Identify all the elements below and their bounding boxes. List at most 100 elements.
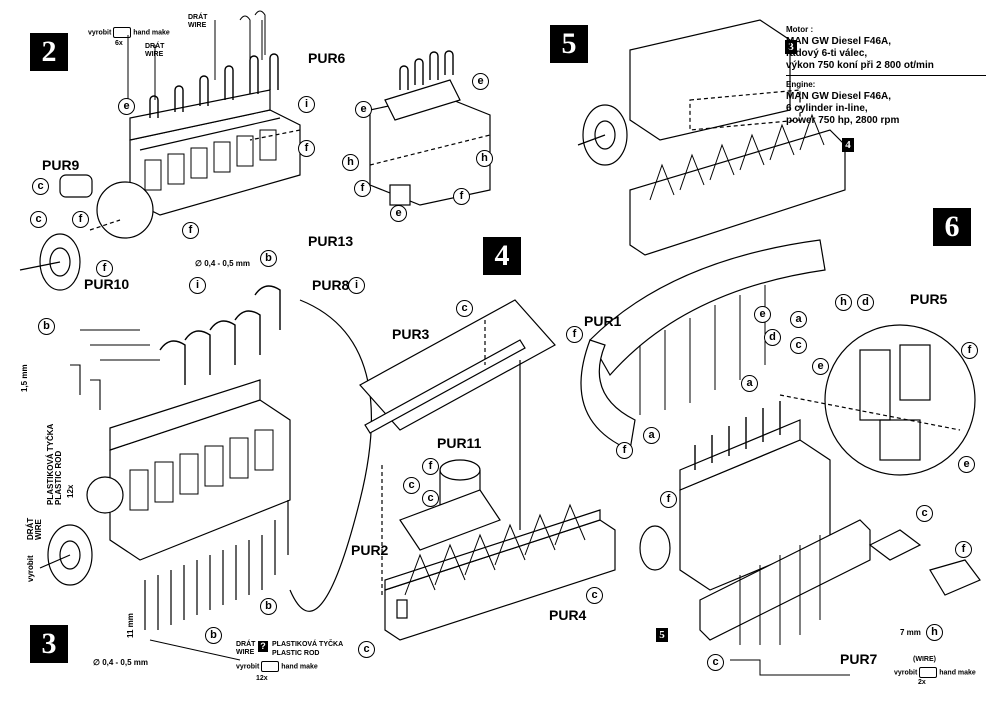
marker-f: f bbox=[453, 188, 470, 205]
part-label-pur10: PUR10 bbox=[84, 276, 130, 292]
legend-wire-paren: (WIRE) bbox=[913, 656, 936, 663]
marker-c: c bbox=[916, 505, 933, 522]
legend-drat: DRÁT bbox=[236, 641, 256, 648]
part-label-pur1: PUR1 bbox=[584, 313, 622, 329]
legend-hand-make-right-text: hand make bbox=[939, 669, 976, 677]
marker-f: f bbox=[961, 342, 978, 359]
part-label-pur3: PUR3 bbox=[392, 326, 430, 342]
marker-a: a bbox=[643, 427, 660, 444]
marker-f: f bbox=[955, 541, 972, 558]
legend-2x: 2x bbox=[918, 679, 926, 686]
legend-question-box: ? bbox=[258, 641, 268, 652]
marker-c: c bbox=[30, 211, 47, 228]
note-vyrobit: vyrobit bbox=[88, 29, 112, 37]
part-label-pur11: PUR11 bbox=[437, 435, 482, 451]
hand-make-icon bbox=[113, 27, 132, 38]
marker-i: i bbox=[298, 96, 315, 113]
step-ref-5: 5 bbox=[656, 628, 668, 642]
step-number-3: 3 bbox=[30, 625, 68, 663]
part-label-pur4: PUR4 bbox=[549, 607, 587, 623]
marker-a: a bbox=[741, 375, 758, 392]
marker-i: i bbox=[189, 277, 206, 294]
part-label-pur7: PUR7 bbox=[840, 651, 878, 667]
note-wire-2: WIRE bbox=[145, 51, 164, 58]
motor-divider bbox=[786, 75, 986, 76]
marker-h: h bbox=[476, 150, 493, 167]
marker-h: h bbox=[342, 154, 359, 171]
hand-make-icon bbox=[919, 667, 938, 678]
marker-e: e bbox=[472, 73, 489, 90]
legend-vyrobit-right: vyrobit bbox=[894, 669, 918, 677]
step-ref-3: 3 bbox=[785, 40, 797, 54]
engine-detail-top bbox=[369, 50, 491, 206]
motor-line-cz-1: MAN GW Diesel F46A, bbox=[786, 36, 892, 47]
marker-f: f bbox=[72, 211, 89, 228]
marker-f: f bbox=[298, 140, 315, 157]
engine-step3 bbox=[39, 285, 372, 661]
marker-c: c bbox=[707, 654, 724, 671]
hand-make-icon bbox=[261, 661, 280, 672]
motor-header-cz: Motor : bbox=[786, 25, 814, 34]
frame-step4 bbox=[359, 299, 616, 641]
legend-wire: WIRE bbox=[236, 649, 255, 656]
dim-7mm: 7 mm bbox=[900, 628, 921, 637]
part-label-pur6: PUR6 bbox=[308, 50, 346, 66]
marker-b: b bbox=[260, 250, 277, 267]
note-hand-make-step2: vyrobit hand make bbox=[88, 27, 170, 38]
marker-c: c bbox=[358, 641, 375, 658]
part-label-pur9: PUR9 bbox=[42, 157, 80, 173]
marker-h: h bbox=[835, 294, 852, 311]
note-count-6x: 6x bbox=[115, 40, 123, 47]
marker-c: c bbox=[403, 477, 420, 494]
part-label-pur8: PUR8 bbox=[312, 277, 350, 293]
dim-wire-diameter-bottom: ∅ 0,4 - 0,5 mm bbox=[93, 658, 148, 667]
dim-11mm: 11 mm bbox=[126, 613, 135, 638]
step-number-4: 4 bbox=[483, 237, 521, 275]
marker-e: e bbox=[118, 98, 135, 115]
legend-plastic-en: PLASTIC ROD bbox=[272, 650, 320, 657]
engine-step6 bbox=[580, 239, 981, 676]
engine-step5 bbox=[577, 19, 846, 256]
marker-c: c bbox=[456, 300, 473, 317]
marker-e: e bbox=[812, 358, 829, 375]
marker-b: b bbox=[260, 598, 277, 615]
engine-step2 bbox=[19, 10, 301, 291]
marker-i: i bbox=[348, 277, 365, 294]
marker-f: f bbox=[354, 180, 371, 197]
legend-hand-make-right: vyrobit hand make bbox=[894, 667, 976, 678]
motor-info-block: Motor : MAN GW Diesel F46A, řadový 6-ti … bbox=[786, 24, 986, 127]
part-label-pur2: PUR2 bbox=[351, 542, 389, 558]
note-vyrobit-vertical: vyrobit bbox=[26, 555, 35, 582]
marker-b: b bbox=[38, 318, 55, 335]
motor-header-en: Engine: bbox=[786, 80, 816, 89]
legend-12x: 12x bbox=[256, 675, 268, 682]
step-ref-4: 4 bbox=[842, 138, 854, 152]
step-number-5: 5 bbox=[550, 25, 588, 63]
motor-line-en-3: power 750 hp, 2800 rpm bbox=[786, 115, 900, 126]
marker-c: c bbox=[32, 178, 49, 195]
marker-f: f bbox=[182, 222, 199, 239]
note-drat-2: DRÁT bbox=[145, 43, 165, 50]
marker-d: d bbox=[857, 294, 874, 311]
legend-hand-make: vyrobit hand make bbox=[236, 661, 318, 672]
dim-1-5mm: 1,5 mm bbox=[20, 364, 29, 392]
note-12x-vertical: 12x bbox=[66, 484, 75, 498]
note-plastic-en-vertical: PLASTIC ROD bbox=[54, 450, 63, 505]
step-number-2: 2 bbox=[30, 33, 68, 71]
motor-line-cz-2: řadový 6-ti válec, bbox=[786, 48, 868, 59]
dim-wire-diameter-top: ∅ 0,4 - 0,5 mm bbox=[195, 259, 250, 268]
marker-a: a bbox=[790, 311, 807, 328]
marker-d: d bbox=[764, 329, 781, 346]
marker-f: f bbox=[660, 491, 677, 508]
motor-line-en-2: 6 cylinder in-line, bbox=[786, 103, 868, 114]
marker-c: c bbox=[422, 490, 439, 507]
legend-plastic-cz: PLASTIKOVÁ TYČKA bbox=[272, 641, 344, 648]
marker-f: f bbox=[566, 326, 583, 343]
marker-e: e bbox=[958, 456, 975, 473]
marker-e: e bbox=[390, 205, 407, 222]
marker-e: e bbox=[754, 306, 771, 323]
legend-hand-make-text: hand make bbox=[281, 663, 318, 671]
legend-vyrobit: vyrobit bbox=[236, 663, 260, 671]
step-number-6: 6 bbox=[933, 208, 971, 246]
